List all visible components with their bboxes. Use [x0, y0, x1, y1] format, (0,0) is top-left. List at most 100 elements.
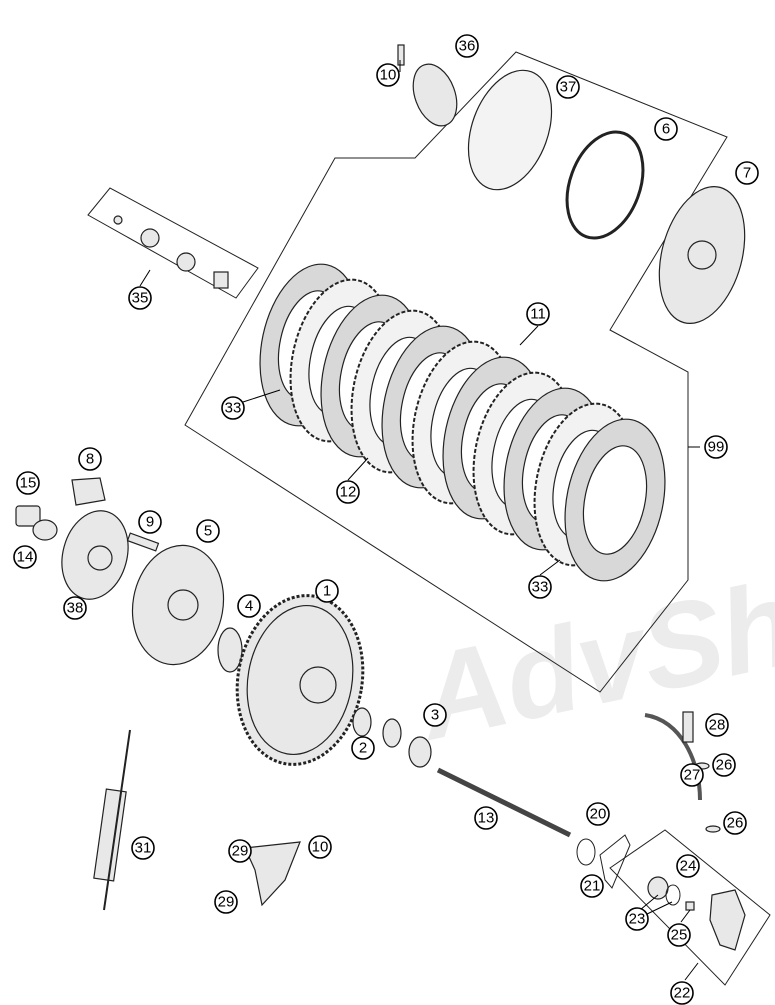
- callout-4[interactable]: 4: [237, 594, 261, 618]
- callout-25[interactable]: 25: [667, 923, 691, 947]
- callout-12[interactable]: 12: [336, 480, 360, 504]
- inner-hub-center: [87, 545, 113, 571]
- callout-7[interactable]: 7: [735, 161, 759, 185]
- callout-21[interactable]: 21: [580, 874, 604, 898]
- kit-35-ring: [113, 215, 123, 225]
- callout-26-top[interactable]: 26: [712, 753, 736, 777]
- svg-text:10: 10: [380, 67, 397, 84]
- svg-text:1: 1: [323, 583, 331, 600]
- kit-35-washer: [140, 228, 160, 248]
- kit-22-outline: [609, 829, 771, 986]
- svg-text:10: 10: [312, 839, 329, 856]
- callout-10-bottom[interactable]: 10: [308, 835, 332, 859]
- lock-washer-14: [32, 519, 58, 541]
- callout-13[interactable]: 13: [474, 806, 498, 830]
- svg-text:9: 9: [146, 514, 154, 531]
- callout-36[interactable]: 36: [455, 34, 479, 58]
- svg-text:22: 22: [674, 985, 691, 1002]
- needle-bearing-2a: [352, 707, 372, 737]
- callout-33-bottom[interactable]: 33: [528, 575, 552, 599]
- svg-text:7: 7: [743, 165, 751, 182]
- svg-text:12: 12: [340, 484, 357, 501]
- kit-35-bearing: [176, 252, 196, 272]
- callouts: 36 10 37 6 7 35 11 33 99 8 15 12 9 5 14 …: [13, 34, 759, 1005]
- svg-text:24: 24: [680, 858, 697, 875]
- callout-1[interactable]: 1: [315, 579, 339, 603]
- callout-5[interactable]: 5: [196, 519, 220, 543]
- callout-27[interactable]: 27: [680, 763, 704, 787]
- svg-text:8: 8: [86, 451, 94, 468]
- callout-20[interactable]: 20: [586, 802, 610, 826]
- gasket-21: [599, 834, 631, 889]
- callout-10[interactable]: 10: [376, 63, 400, 87]
- svg-text:26: 26: [727, 815, 744, 832]
- callout-11[interactable]: 11: [526, 302, 550, 326]
- pressure-plate-hub: [687, 240, 717, 270]
- bolt-10: [397, 44, 405, 66]
- svg-text:21: 21: [584, 878, 601, 895]
- svg-text:29: 29: [218, 894, 235, 911]
- callout-8[interactable]: 8: [78, 447, 102, 471]
- callout-3[interactable]: 3: [423, 703, 447, 727]
- callout-26-bottom[interactable]: 26: [723, 811, 747, 835]
- leader-lines: [139, 60, 700, 981]
- plate-bore: [582, 445, 648, 555]
- svg-text:14: 14: [17, 549, 34, 566]
- svg-text:99: 99: [708, 439, 725, 456]
- svg-text:28: 28: [709, 717, 726, 734]
- svg-text:4: 4: [245, 598, 253, 615]
- kit-35-outline: [87, 187, 259, 299]
- svg-text:13: 13: [478, 810, 495, 827]
- callout-29-bottom[interactable]: 29: [214, 890, 238, 914]
- grease-syringe-plunger: [103, 729, 131, 911]
- svg-text:25: 25: [671, 927, 688, 944]
- callout-35[interactable]: 35: [128, 286, 152, 310]
- o-ring-24: [665, 884, 681, 906]
- callout-31[interactable]: 31: [131, 836, 155, 860]
- callout-23[interactable]: 23: [625, 907, 649, 931]
- callout-37[interactable]: 37: [556, 75, 580, 99]
- svg-text:15: 15: [20, 475, 37, 492]
- piston-23: [647, 876, 669, 900]
- callout-28[interactable]: 28: [705, 713, 729, 737]
- svg-text:5: 5: [204, 523, 212, 540]
- svg-text:27: 27: [684, 767, 701, 784]
- svg-text:20: 20: [590, 806, 607, 823]
- push-rod-13: [436, 767, 572, 838]
- spring-25: [685, 901, 695, 911]
- svg-text:26: 26: [716, 757, 733, 774]
- svg-text:11: 11: [530, 306, 546, 323]
- pin-9: [126, 532, 160, 552]
- svg-text:23: 23: [629, 911, 646, 928]
- svg-text:29: 29: [232, 843, 249, 860]
- bearing-36: [412, 63, 458, 127]
- svg-text:33: 33: [532, 579, 549, 596]
- slave-cylinder-22: [709, 889, 746, 951]
- svg-text:31: 31: [135, 840, 152, 857]
- svg-text:35: 35: [132, 290, 149, 307]
- washer-37: [467, 69, 553, 191]
- clutch-line-27: [644, 713, 702, 801]
- svg-text:36: 36: [459, 38, 476, 55]
- callout-99[interactable]: 99: [704, 435, 728, 459]
- clip-8: [71, 477, 106, 506]
- callout-29-top[interactable]: 29: [228, 839, 252, 863]
- callout-22[interactable]: 22: [670, 981, 694, 1005]
- callout-33-top[interactable]: 33: [221, 396, 245, 420]
- svg-text:38: 38: [67, 600, 84, 617]
- callout-24[interactable]: 24: [676, 854, 700, 878]
- svg-text:3: 3: [431, 707, 439, 724]
- nut-15: [15, 505, 41, 527]
- callout-38[interactable]: 38: [63, 596, 87, 620]
- callout-2[interactable]: 2: [351, 736, 375, 760]
- callout-14[interactable]: 14: [13, 545, 37, 569]
- callout-6[interactable]: 6: [654, 117, 678, 141]
- svg-text:33: 33: [225, 400, 242, 417]
- callout-15[interactable]: 15: [16, 471, 40, 495]
- wire-ring-6: [565, 130, 645, 240]
- seal-26b: [705, 825, 721, 833]
- callout-9[interactable]: 9: [138, 510, 162, 534]
- needle-bearing-2b: [382, 718, 402, 748]
